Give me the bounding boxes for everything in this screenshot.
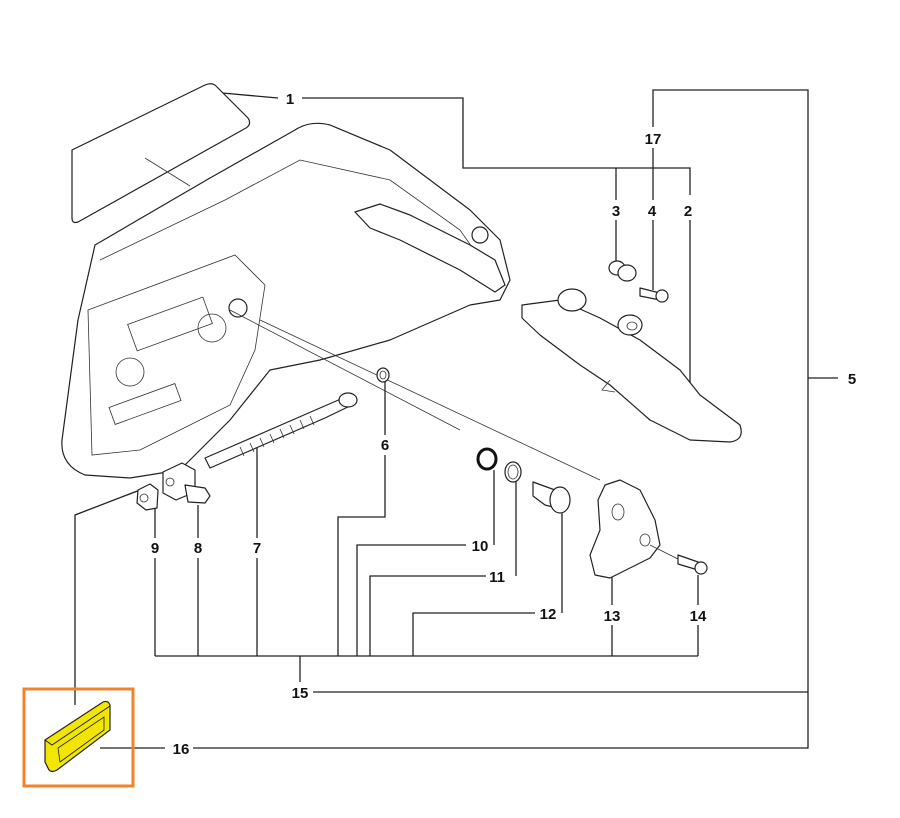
part-nut-9: [136, 483, 159, 511]
callout-10[interactable]: 10: [472, 538, 489, 555]
part-screw-4: [639, 287, 669, 303]
part-16-cap[interactable]: [44, 700, 111, 773]
part-decal: [71, 83, 251, 224]
part-bushing-3: [608, 260, 637, 282]
callout-5[interactable]: 5: [848, 371, 856, 388]
callout-11[interactable]: 11: [489, 569, 505, 586]
callout-labels: 1 2 3 4 5 6 7 8 9 10 11 12 13 14 15 16 1…: [151, 91, 856, 758]
callout-15[interactable]: 15: [292, 685, 309, 702]
leader-lines: [74, 89, 838, 749]
part-cover: [61, 122, 601, 481]
part-plate-13: [589, 479, 681, 579]
callout-3[interactable]: 3: [612, 203, 620, 220]
callout-6[interactable]: 6: [381, 437, 389, 454]
part-oring-10: [476, 447, 498, 471]
callout-4[interactable]: 4: [648, 203, 657, 220]
part-worm-gear-6: [376, 367, 390, 383]
callout-1[interactable]: 1: [286, 91, 294, 108]
callout-13[interactable]: 13: [604, 608, 621, 625]
callout-14[interactable]: 14: [690, 608, 707, 625]
highlight-frame: [22, 687, 135, 788]
callout-16[interactable]: 16: [173, 741, 190, 758]
callout-2[interactable]: 2: [684, 203, 692, 220]
part-drive-gear-12: [532, 481, 571, 514]
part-brake-handle: [521, 288, 742, 443]
callout-12[interactable]: 12: [540, 606, 557, 623]
part-tensioner-8: [162, 462, 211, 504]
callout-9[interactable]: 9: [151, 540, 159, 557]
callout-8[interactable]: 8: [194, 540, 202, 557]
part-washer-11: [504, 461, 522, 483]
callout-7[interactable]: 7: [253, 540, 261, 557]
part-screw-14: [677, 554, 708, 575]
callout-17[interactable]: 17: [645, 131, 662, 148]
part-adjust-screw-7: [204, 392, 358, 469]
